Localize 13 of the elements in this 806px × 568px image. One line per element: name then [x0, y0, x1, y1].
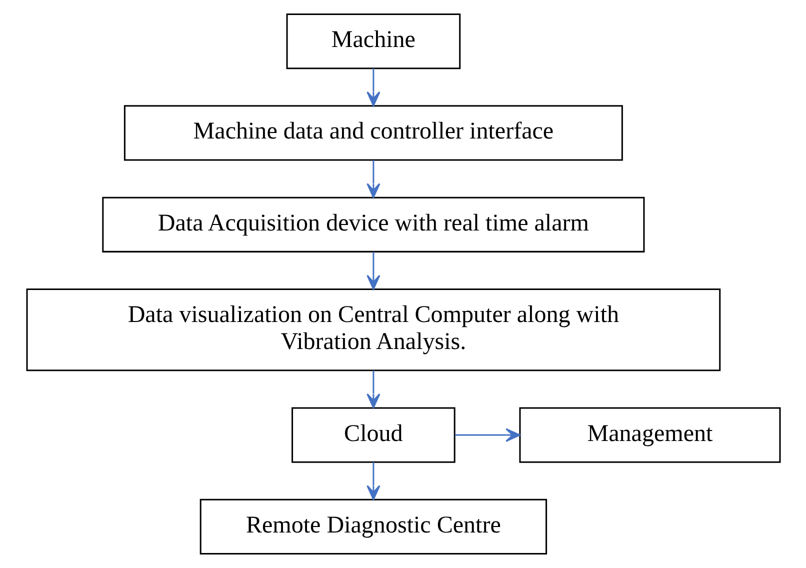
node-box: Management	[518, 407, 780, 463]
node-box: Remote Diagnostic Centre	[199, 498, 547, 555]
arrow	[366, 68, 380, 106]
arrow	[366, 462, 380, 500]
node-box: Cloud	[291, 407, 455, 463]
arrow	[366, 252, 380, 290]
arrow	[454, 428, 520, 442]
node-box: Machine data and controller interface	[123, 105, 622, 161]
arrow	[366, 160, 380, 198]
node-box: Data Acquisition device with real time alarm	[102, 196, 644, 252]
node-box: Data visualization on Central Computer along with Vibration Analysis.	[26, 288, 720, 372]
node-box: Machine	[286, 13, 460, 70]
arrow	[366, 370, 380, 408]
